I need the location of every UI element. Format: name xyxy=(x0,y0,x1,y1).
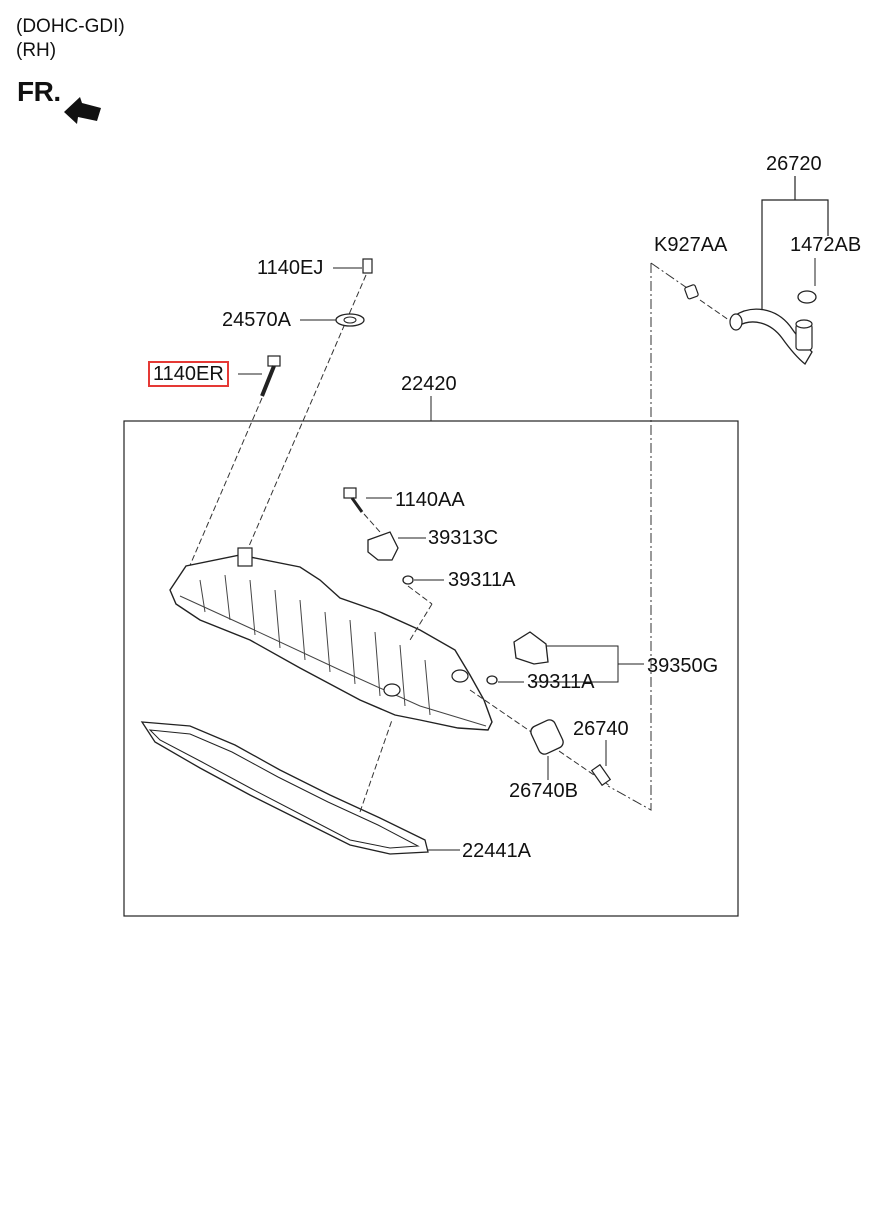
part-label-26740b: 26740B xyxy=(509,780,578,802)
grommet-26740b-part xyxy=(530,719,564,755)
valve-cover-port-2 xyxy=(383,683,401,697)
guide-1140ej xyxy=(242,274,367,561)
part-label-26720: 26720 xyxy=(766,153,822,175)
guide-39311a-top-2 xyxy=(409,603,433,641)
valve-cover-rail xyxy=(179,595,487,727)
part-label-1472ab: 1472AB xyxy=(790,234,862,256)
oring-39311a-top-part xyxy=(402,575,414,585)
oring-39311a-bottom-part xyxy=(486,675,498,685)
valve-cover-boss xyxy=(237,547,253,567)
guide-line-right xyxy=(607,263,652,811)
side-label: (RH) xyxy=(16,40,57,61)
front-arrow-icon xyxy=(64,97,101,124)
guide-gasket xyxy=(359,719,393,813)
guide-1140aa xyxy=(363,513,381,533)
bolt-1140er-shank-part xyxy=(260,365,276,397)
bolt-1140er-head-part xyxy=(267,355,281,367)
part-label-22441a: 22441A xyxy=(462,840,531,862)
pcv-hose-part xyxy=(733,308,813,365)
bolt-1140aa-shank xyxy=(350,497,364,513)
guide-1140er xyxy=(187,397,263,571)
part-label-1140aa: 1140AA xyxy=(395,489,465,511)
sensor-39350g-part xyxy=(513,631,549,665)
bolt-1140ej-part xyxy=(362,258,373,274)
hose-neck-top-part xyxy=(795,319,813,329)
part-label-39311a-bottom: 39311A xyxy=(527,671,595,693)
part-label-39313c: 39313C xyxy=(428,527,499,549)
part-label-1140er-highlighted: 1140ER xyxy=(148,361,229,387)
valve-26740-part xyxy=(590,763,612,787)
gasket-22441a-part xyxy=(140,721,429,855)
washer-24570a-part xyxy=(335,313,365,327)
part-label-22420: 22420 xyxy=(401,373,457,395)
part-label-39311a-top: 39311A xyxy=(448,569,516,591)
part-label-1140ej: 1140EJ xyxy=(257,257,324,279)
valve-cover-ribs xyxy=(199,574,431,716)
valve-cover-part xyxy=(169,554,493,731)
guide-k927aa xyxy=(650,262,691,291)
guide-39311a-top xyxy=(407,585,433,605)
part-label-24570a: 24570A xyxy=(222,309,291,331)
gasket-inner xyxy=(148,729,420,849)
hose-end-part xyxy=(729,313,743,331)
part-label-k927aa: K927AA xyxy=(654,234,728,256)
part-label-39350g: 39350G xyxy=(647,655,719,677)
valve-cover-port xyxy=(451,669,469,683)
sensor-39313c-part xyxy=(367,531,399,561)
clamp-part xyxy=(797,290,817,304)
engine-type-label: (DOHC-GDI) xyxy=(16,16,125,37)
bolt-1140aa-part xyxy=(343,487,357,499)
part-label-26740: 26740 xyxy=(573,718,629,740)
front-indicator-label: FR. xyxy=(17,76,61,107)
clip-part xyxy=(684,284,699,300)
washer-hole xyxy=(343,316,357,324)
